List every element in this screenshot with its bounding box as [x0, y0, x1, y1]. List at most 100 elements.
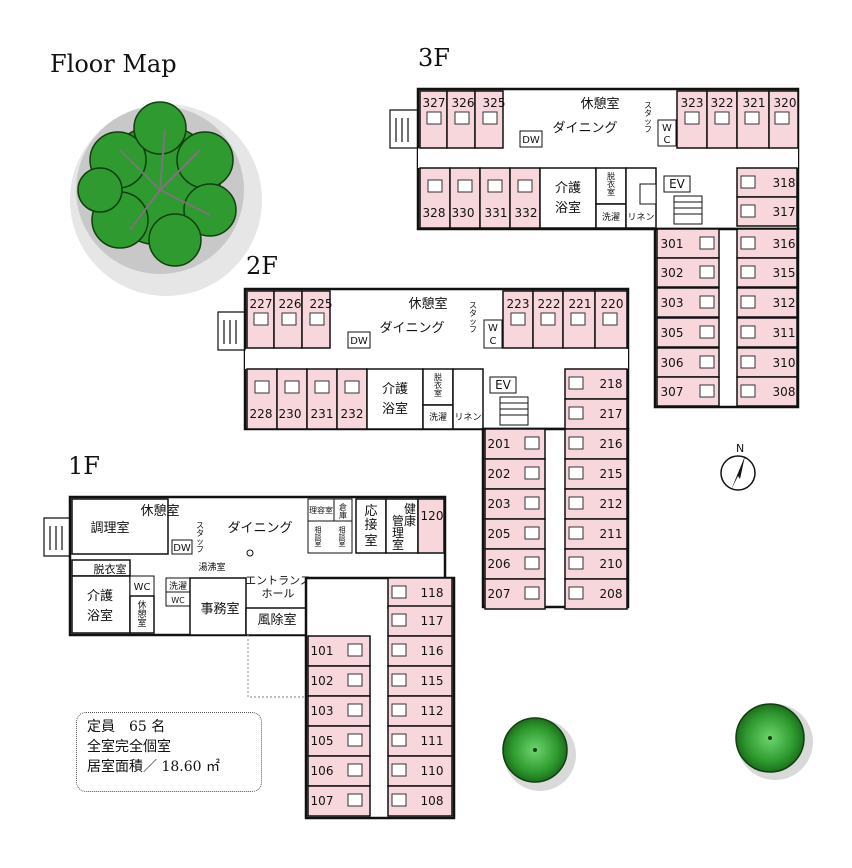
- bed-icon: [281, 312, 297, 326]
- room-number: 211: [600, 527, 623, 541]
- room-number: 111: [421, 734, 444, 748]
- room-number: 306: [661, 356, 684, 370]
- health-label: 健: [404, 502, 416, 516]
- bed-icon: [568, 496, 584, 510]
- bed-icon: [253, 312, 269, 326]
- room-number: 316: [773, 237, 796, 251]
- linen-label: リネン: [627, 212, 654, 223]
- svg-text:N: N: [736, 442, 744, 455]
- room-number: 228: [250, 407, 273, 421]
- staff-label: ッ: [644, 117, 652, 126]
- floor-label-1f: 1F: [68, 452, 100, 480]
- bed-icon: [699, 265, 715, 279]
- reception-label: 接: [364, 517, 377, 533]
- dressing-label: 脱衣室: [94, 562, 127, 576]
- staff-label: タ: [469, 309, 477, 318]
- bed-icon: [524, 496, 540, 510]
- guest-room: [246, 368, 278, 430]
- pillar-marker: [246, 549, 254, 557]
- bed-icon: [347, 793, 363, 807]
- ev-box: [663, 175, 691, 193]
- ev-box: [489, 376, 517, 394]
- wc-label: WC: [171, 596, 185, 605]
- corridor: [418, 148, 798, 168]
- bed-icon: [391, 585, 407, 599]
- storage-label: 倉: [339, 502, 347, 512]
- bed-icon: [774, 111, 790, 125]
- health-label: 理: [392, 526, 404, 540]
- bed-icon: [699, 325, 715, 339]
- bed-icon: [740, 175, 756, 189]
- counsel-label: 室: [339, 539, 346, 548]
- room-number: 305: [661, 326, 684, 340]
- room-number: 303: [661, 296, 684, 310]
- guest-room: [336, 368, 368, 430]
- room-number: 302: [661, 266, 684, 280]
- care-bath-label: 介護: [87, 588, 113, 604]
- office-room: [189, 577, 247, 636]
- bed-icon: [568, 556, 584, 570]
- care-bath-room: [366, 368, 424, 430]
- kitchen-room: [71, 498, 169, 555]
- room-number: 218: [600, 377, 623, 391]
- stairs-icon: [499, 396, 529, 426]
- dining-label: ダイニング: [227, 521, 292, 536]
- room-number: 327: [423, 96, 446, 110]
- bed-icon: [740, 325, 756, 339]
- bed-icon: [391, 613, 407, 627]
- room-number: 106: [311, 764, 334, 778]
- bed-icon: [427, 179, 443, 193]
- room-number: 216: [600, 437, 623, 451]
- room-number: 101: [311, 644, 334, 658]
- bed-icon: [570, 312, 586, 326]
- bed-icon: [309, 312, 325, 326]
- staff-label: タ: [196, 529, 204, 538]
- room-number: 206: [488, 557, 511, 571]
- staff-label: ス: [196, 521, 204, 530]
- bed-icon: [347, 643, 363, 657]
- room-number: 315: [773, 266, 796, 280]
- capacity-text: 定員 65 名: [87, 719, 166, 735]
- room-number: 308: [773, 385, 796, 399]
- entrance-label: ホール: [262, 587, 295, 600]
- entrance-label: エントランス: [245, 574, 311, 587]
- room-number: 105: [311, 734, 334, 748]
- care-bath-label: 介護: [555, 180, 581, 196]
- storage-label: 庫: [339, 510, 347, 520]
- dining-label: ダイニング: [552, 121, 617, 136]
- bed-icon: [391, 763, 407, 777]
- room-number: 320: [774, 96, 797, 110]
- room-number: 112: [421, 704, 444, 718]
- care-bath-room: [71, 575, 131, 634]
- hotwater-label: 湯沸室: [198, 561, 225, 573]
- bed-icon: [714, 111, 730, 125]
- bed-icon: [426, 111, 442, 125]
- room-number: 207: [488, 587, 511, 601]
- room-number: 217: [600, 407, 623, 421]
- room-number: 307: [661, 385, 684, 399]
- dressing-label: 脱: [434, 372, 442, 382]
- room-number: 332: [515, 206, 538, 220]
- bed-icon: [391, 673, 407, 687]
- small-tree-icon: [502, 717, 576, 791]
- staff-label: ッ: [196, 537, 204, 546]
- big-tree-icon: [70, 101, 262, 296]
- bed-icon: [568, 586, 584, 600]
- room-number: 108: [421, 794, 444, 808]
- bed-icon: [347, 763, 363, 777]
- bed-icon: [524, 586, 540, 600]
- room-number: 325: [483, 96, 506, 110]
- storage-room: [639, 183, 657, 205]
- reception-label: 室: [364, 533, 377, 549]
- bed-icon: [740, 204, 756, 218]
- dressing-label: 衣: [607, 179, 615, 189]
- guest-room: [594, 290, 628, 349]
- bed-icon: [568, 526, 584, 540]
- lounge-label: 休憩室: [140, 503, 179, 519]
- bed-icon: [314, 380, 330, 394]
- room-number: 222: [538, 297, 561, 311]
- health-room: [385, 498, 419, 554]
- wc-label: W: [488, 323, 498, 334]
- room-number: 318: [773, 176, 796, 190]
- room-number: 103: [311, 704, 334, 718]
